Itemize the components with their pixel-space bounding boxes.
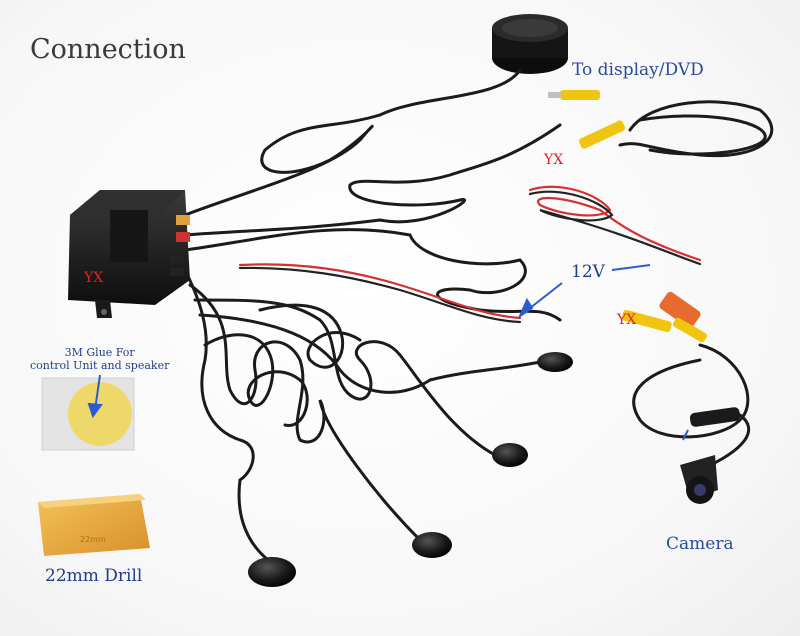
rca-connectors bbox=[548, 90, 707, 343]
glue-label-line1: 3M Glue For bbox=[64, 346, 135, 359]
buzzer-speaker bbox=[492, 14, 568, 74]
callout-arrows bbox=[87, 264, 689, 441]
voltage-label: 12V bbox=[571, 262, 605, 282]
yx-mark-camera-cable: YX bbox=[617, 312, 637, 328]
glue-label-line2: control Unit and speaker bbox=[30, 359, 170, 372]
camera-label: Camera bbox=[666, 534, 734, 554]
page-title: Connection bbox=[30, 34, 186, 65]
parking-sensors bbox=[248, 352, 573, 587]
svg-text:22mm: 22mm bbox=[80, 535, 106, 544]
glue-label: 3M Glue For control Unit and speaker bbox=[30, 346, 169, 372]
power-wires bbox=[238, 185, 702, 324]
drill-box: 22mm bbox=[38, 494, 150, 556]
rear-camera bbox=[680, 407, 741, 504]
control-unit bbox=[68, 190, 190, 318]
yx-mark-rca: YX bbox=[544, 152, 564, 168]
drill-label: 22mm Drill bbox=[45, 566, 143, 586]
display-label: To display/DVD bbox=[572, 60, 704, 80]
glue-pad bbox=[41, 377, 135, 451]
yx-mark-unit: YX bbox=[84, 270, 104, 286]
